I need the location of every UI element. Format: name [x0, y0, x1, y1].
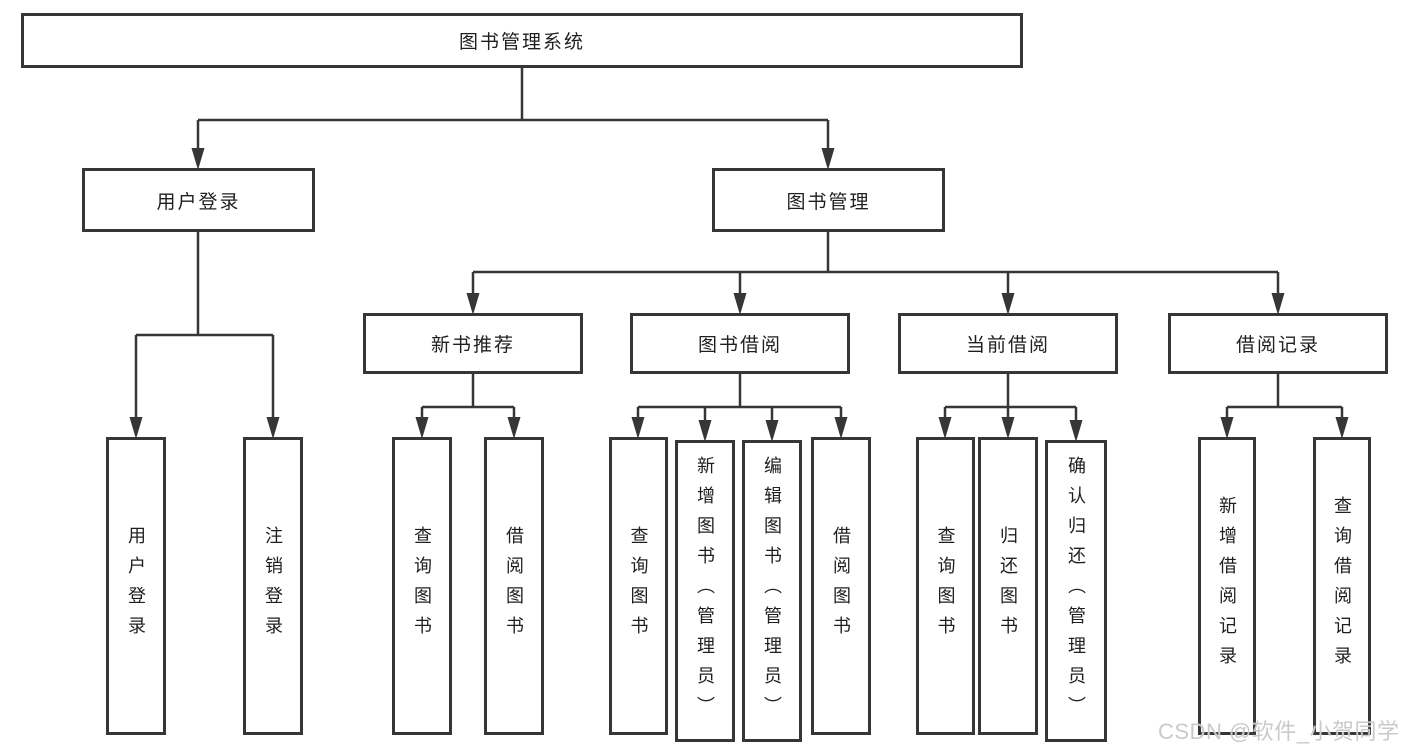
csdn-watermark: CSDN @软件_小贺同学: [1158, 719, 1400, 744]
leaf-br-add-record-label: 新增借阅记录: [1217, 496, 1237, 676]
leaf-cb-return-book: 归还图书: [978, 437, 1038, 735]
connector-bookmgmt-to-level3: [466, 232, 1285, 315]
node-book-borrow: 图书借阅: [630, 313, 850, 374]
leaf-cb-query-book-label: 查询图书: [935, 526, 956, 646]
leaf-bb-borrow-book: 借阅图书: [811, 437, 871, 735]
leaf-bb-query-book-label: 查询图书: [628, 526, 649, 646]
leaf-nbr-query-book-label: 查询图书: [412, 526, 432, 646]
leaf-bb-add-book-label: 新增图书（管理员）: [695, 456, 715, 726]
leaf-br-add-record: 新增借阅记录: [1198, 437, 1256, 735]
node-new-book-recommend: 新书推荐: [363, 313, 583, 374]
leaf-user-login: 用户登录: [106, 437, 166, 735]
connector-newbook-to-leaves: [415, 374, 521, 439]
connector-borrowrecord-to-leaves: [1220, 374, 1349, 439]
leaf-br-query-record: 查询借阅记录: [1313, 437, 1371, 735]
leaf-bb-add-book: 新增图书（管理员）: [675, 440, 735, 742]
leaf-bb-edit-book-label: 编辑图书（管理员）: [762, 456, 782, 726]
leaf-br-query-record-label: 查询借阅记录: [1332, 496, 1352, 676]
leaf-cb-return-book-label: 归还图书: [998, 526, 1018, 646]
leaf-bb-edit-book: 编辑图书（管理员）: [742, 440, 802, 742]
node-root-system: 图书管理系统: [21, 13, 1023, 68]
leaf-bb-borrow-book-label: 借阅图书: [831, 526, 851, 646]
node-current-borrow: 当前借阅: [898, 313, 1118, 374]
leaf-nbr-borrow-book-label: 借阅图书: [504, 526, 524, 646]
leaf-cb-confirm-return-label: 确认归还（管理员）: [1066, 456, 1086, 726]
leaf-nbr-query-book: 查询图书: [392, 437, 452, 735]
connector-root-to-level2: [191, 68, 835, 170]
leaf-user-login-label: 用户登录: [126, 526, 146, 646]
node-borrow-record: 借阅记录: [1168, 313, 1388, 374]
connector-userlogin-to-leaves: [129, 232, 280, 439]
leaf-logout: 注销登录: [243, 437, 303, 735]
connector-currentborrow-to-leaves: [938, 374, 1083, 442]
leaf-cb-query-book: 查询图书: [916, 437, 975, 735]
leaf-cb-confirm-return: 确认归还（管理员）: [1045, 440, 1107, 742]
connector-bookborrow-to-leaves: [631, 374, 848, 442]
node-user-login: 用户登录: [82, 168, 315, 232]
leaf-logout-label: 注销登录: [263, 526, 283, 646]
leaf-nbr-borrow-book: 借阅图书: [484, 437, 544, 735]
leaf-bb-query-book: 查询图书: [609, 437, 668, 735]
node-book-management: 图书管理: [712, 168, 945, 232]
